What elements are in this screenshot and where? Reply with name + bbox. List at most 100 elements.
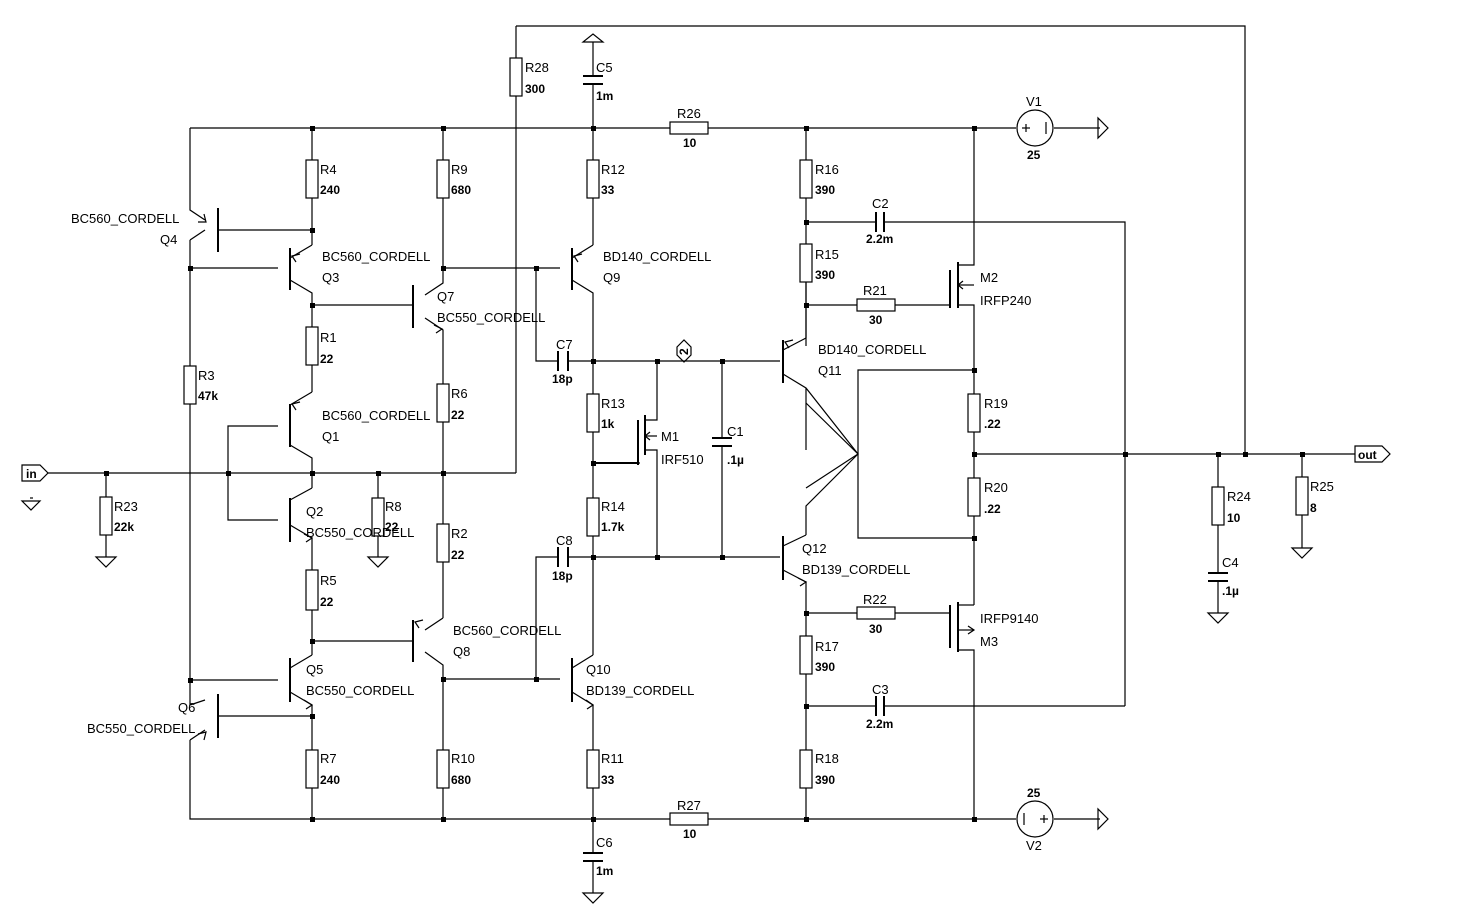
- q12-name: Q12: [802, 541, 827, 556]
- r15-value: 390: [815, 268, 835, 282]
- r18-value: 390: [815, 773, 835, 787]
- v2-name: V2: [1026, 838, 1042, 853]
- c2-value: 2.2m: [866, 232, 893, 246]
- transistor-bases: [217, 208, 784, 738]
- mosfet-m2: [949, 262, 974, 308]
- r26-name: R26: [677, 106, 701, 121]
- r4-value: 240: [320, 183, 340, 197]
- resistor-r19: [967, 393, 981, 433]
- r12-value: 33: [601, 183, 615, 197]
- resistor-r1: [305, 326, 319, 366]
- r6-value: 22: [451, 408, 465, 422]
- m2-model: IRFP240: [980, 293, 1031, 308]
- r14-value: 1.7k: [601, 520, 625, 534]
- transistor-arrows: [197, 213, 808, 741]
- resistor-r25: [1295, 476, 1309, 516]
- q9-model: BD140_CORDELL: [603, 249, 711, 264]
- m3-name: M3: [980, 634, 998, 649]
- r1-value: 22: [320, 352, 334, 366]
- r17-value: 390: [815, 660, 835, 674]
- junctions: [104, 126, 1305, 822]
- m1-name: M1: [661, 429, 679, 444]
- resistor-r23: [99, 496, 113, 536]
- resistor-r24: [1211, 486, 1225, 526]
- r24-value: 10: [1227, 511, 1241, 525]
- resistor-r8: [371, 497, 385, 537]
- c2-name: C2: [872, 196, 889, 211]
- resistor-bodies: [99, 57, 1309, 826]
- resistor-r7: [305, 749, 319, 789]
- output-port-label: out: [1358, 448, 1377, 462]
- c8-name: C8: [556, 533, 573, 548]
- r13-value: 1k: [601, 417, 615, 431]
- r22-name: R22: [863, 592, 887, 607]
- mosfets: [593, 262, 976, 652]
- capacitor-c8: [557, 547, 569, 567]
- m2-name: M2: [980, 270, 998, 285]
- v1-value: 25: [1027, 148, 1041, 162]
- v1-name: V1: [1026, 94, 1042, 109]
- capacitor-c6: [583, 852, 603, 862]
- capacitor-c4: [1208, 572, 1228, 582]
- c8-value: 18p: [552, 569, 573, 583]
- ground-c6: [581, 892, 605, 904]
- voltage-source-v2: [1016, 800, 1054, 838]
- ground-r25: [1290, 547, 1314, 559]
- c7-name: C7: [556, 337, 573, 352]
- supply-arrow-c5: [581, 33, 605, 43]
- q3-name: Q3: [322, 270, 339, 285]
- resistor-labels: R28 300 R26 10 R4 240 R9 680 R12 33 R16 …: [114, 60, 1334, 841]
- r10-value: 680: [451, 773, 471, 787]
- ground-r23: [94, 556, 118, 568]
- r17-name: R17: [815, 639, 839, 654]
- r11-name: R11: [601, 751, 624, 766]
- resistor-r6: [436, 383, 450, 423]
- node-flag-label: 2: [677, 348, 691, 355]
- q7-name: Q7: [437, 289, 454, 304]
- r9-name: R9: [451, 162, 468, 177]
- r5-value: 22: [320, 595, 334, 609]
- resistor-r26: [669, 121, 709, 135]
- r7-name: R7: [320, 751, 337, 766]
- c6-value: 1m: [596, 864, 613, 878]
- r16-value: 390: [815, 183, 835, 197]
- r4-name: R4: [320, 162, 337, 177]
- mosfet-m3: [949, 602, 976, 652]
- capacitor-c2: [875, 212, 885, 232]
- ground-c4: [1206, 612, 1230, 624]
- r21-value: 30: [869, 313, 883, 327]
- resistor-r4: [305, 159, 319, 199]
- resistor-r9: [436, 159, 450, 199]
- r28-value: 300: [525, 82, 545, 96]
- r23-value: 22k: [114, 520, 134, 534]
- resistor-r15: [799, 243, 813, 283]
- resistor-r12: [586, 159, 600, 199]
- capacitor-c5: [583, 75, 603, 85]
- r12-name: R12: [601, 162, 625, 177]
- resistor-r5: [305, 569, 319, 611]
- r2-value: 22: [451, 548, 465, 562]
- source-labels: V1 25 25 V2: [1026, 94, 1042, 853]
- q8-model: BC560_CORDELL: [453, 623, 561, 638]
- c6-name: C6: [596, 835, 613, 850]
- c7-value: 18p: [552, 372, 573, 386]
- r24-name: R24: [1227, 489, 1251, 504]
- m1-model: IRF510: [661, 452, 704, 467]
- r11-value: 33: [601, 773, 615, 787]
- q4-name: Q4: [160, 232, 177, 247]
- c3-name: C3: [872, 682, 889, 697]
- capacitor-labels: C5 1m C2 2.2m C7 18p C1 .1µ C8 18p C4 .1…: [552, 60, 1239, 878]
- q2-name: Q2: [306, 504, 323, 519]
- r28-name: R28: [525, 60, 549, 75]
- c5-value: 1m: [596, 89, 613, 103]
- q12-model: BD139_CORDELL: [802, 562, 910, 577]
- capacitor-c3: [875, 696, 885, 716]
- supply-arrow-v1: [1097, 116, 1109, 140]
- resistor-r21: [856, 298, 896, 312]
- q8-name: Q8: [453, 644, 470, 659]
- r27-value: 10: [683, 827, 697, 841]
- q2-model: BC550_CORDELL: [306, 525, 414, 540]
- mosfet-m1: [593, 415, 651, 465]
- ground-input: [20, 500, 42, 511]
- r22-value: 30: [869, 622, 883, 636]
